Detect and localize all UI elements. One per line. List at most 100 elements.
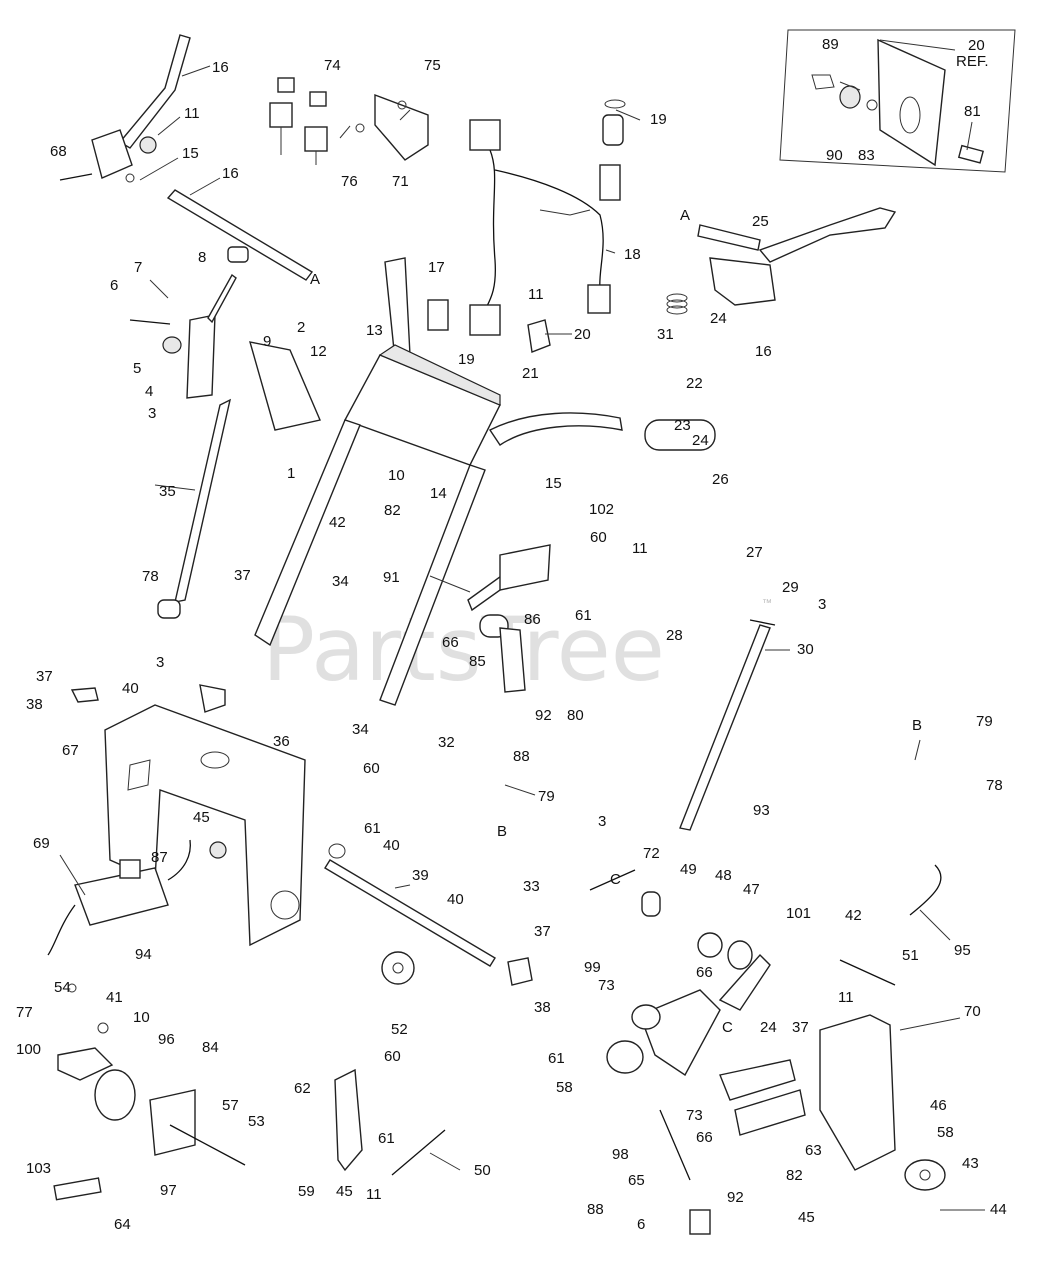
spring-33 xyxy=(589,869,636,891)
callout-84: 84 xyxy=(202,1039,219,1056)
callout-37-a: 37 xyxy=(234,567,251,584)
callout-60-c: 60 xyxy=(384,1048,401,1065)
callout-10-b: 10 xyxy=(133,1009,150,1026)
callout-60-a: 60 xyxy=(590,529,607,546)
callout-18: 18 xyxy=(624,246,641,263)
callout-98: 98 xyxy=(612,1146,629,1163)
callout-24-a: 24 xyxy=(710,310,727,327)
callout-103: 103 xyxy=(26,1160,51,1177)
lever-16-right xyxy=(666,207,897,315)
switch-17 xyxy=(427,299,449,331)
callout-34-a: 34 xyxy=(332,573,349,590)
callout-9: 9 xyxy=(263,333,271,350)
callout-42-a: 42 xyxy=(329,514,346,531)
callout-80: 80 xyxy=(567,707,584,724)
gear-58 xyxy=(606,1040,644,1074)
knob-8 xyxy=(227,246,249,263)
callout-39: 39 xyxy=(412,867,429,884)
callout-37-d: 37 xyxy=(792,1019,809,1036)
console-assembly xyxy=(249,257,716,706)
callout-94: 94 xyxy=(135,946,152,963)
callout-52: 52 xyxy=(391,1021,408,1038)
callout-20: 20 xyxy=(574,326,591,343)
callout-46: 46 xyxy=(930,1097,947,1114)
callout-92-b: 92 xyxy=(727,1189,744,1206)
callout-69: 69 xyxy=(33,835,50,852)
callout-4: 4 xyxy=(145,383,153,400)
callout-79-a: 79 xyxy=(538,788,555,805)
callout-53: 53 xyxy=(248,1113,265,1130)
bracket-67 xyxy=(47,684,306,956)
callout-15-b: 15 xyxy=(545,475,562,492)
callout-83: 83 xyxy=(858,147,875,164)
callout-13: 13 xyxy=(366,322,383,339)
callout-29: 29 xyxy=(782,579,799,596)
callout-40-c: 40 xyxy=(447,891,464,908)
callout-73-a: 73 xyxy=(598,977,615,994)
callout-11-e: 11 xyxy=(366,1186,382,1203)
bracket-36 xyxy=(199,684,226,713)
callout-86: 86 xyxy=(524,611,541,628)
callout-58-a: 58 xyxy=(556,1079,573,1096)
callout-44: 44 xyxy=(990,1201,1007,1218)
callout-45-c: 45 xyxy=(798,1209,815,1226)
plate-96 xyxy=(94,1069,136,1121)
callout-79-b: 79 xyxy=(976,713,993,730)
callout-21: 21 xyxy=(522,365,539,382)
callout-6-b: 6 xyxy=(637,1216,645,1233)
callout-10-a: 10 xyxy=(388,467,405,484)
callout-43: 43 xyxy=(962,1155,979,1172)
callout-82-b: 82 xyxy=(786,1167,803,1184)
callout-89: 89 xyxy=(822,36,839,53)
callout-87: 87 xyxy=(151,849,168,866)
callout-40-a: 40 xyxy=(122,680,139,697)
callout-14: 14 xyxy=(430,485,447,502)
watermark-tm: ™ xyxy=(762,598,772,609)
bracket-2 xyxy=(249,341,321,431)
callout-73-b: 73 xyxy=(686,1107,703,1124)
callout-88-b: 88 xyxy=(587,1201,604,1218)
callout-32: 32 xyxy=(438,734,455,751)
callout-63: 63 xyxy=(805,1142,822,1159)
callout-40-b: 40 xyxy=(383,837,400,854)
spacer-72 xyxy=(641,891,661,917)
inset-detail xyxy=(779,29,1016,173)
callout-11-a: 11 xyxy=(184,105,200,122)
callout-82-a: 82 xyxy=(384,502,401,519)
callout-31: 31 xyxy=(657,326,674,343)
callout-68: 68 xyxy=(50,143,67,160)
callout-81: 81 xyxy=(964,103,981,120)
spring-50 xyxy=(391,1129,446,1176)
callout-45-b: 45 xyxy=(336,1183,353,1200)
callout-11-b: 11 xyxy=(528,286,544,303)
left-parts xyxy=(129,273,237,619)
arm-101 xyxy=(639,989,721,1077)
callout-C-a: C xyxy=(610,871,621,888)
callout-3-c: 3 xyxy=(156,654,164,671)
callout-101: 101 xyxy=(786,905,811,922)
callout-24-c: 24 xyxy=(760,1019,777,1036)
callout-67: 67 xyxy=(62,742,79,759)
callout-41: 41 xyxy=(106,989,123,1006)
callout-66-a: 66 xyxy=(442,634,459,651)
callout-5: 5 xyxy=(133,360,141,377)
bracket-71 xyxy=(374,93,429,161)
callout-48: 48 xyxy=(715,867,732,884)
plate-46 xyxy=(819,1014,896,1171)
callout-3-d: 3 xyxy=(598,813,606,830)
callout-1: 1 xyxy=(287,465,295,482)
callout-37-b: 37 xyxy=(36,668,53,685)
callout-22: 22 xyxy=(686,375,703,392)
callout-38-a: 38 xyxy=(26,696,43,713)
callout-33: 33 xyxy=(523,878,540,895)
callout-64: 64 xyxy=(114,1216,131,1233)
rod-30 xyxy=(679,619,776,831)
plate-103 xyxy=(53,1177,102,1201)
rod-35 xyxy=(174,398,232,603)
callout-51: 51 xyxy=(902,947,919,964)
callout-49: 49 xyxy=(680,861,697,878)
block-100 xyxy=(57,1047,114,1081)
callout-11-c: 11 xyxy=(632,540,648,557)
callout-50: 50 xyxy=(474,1162,491,1179)
